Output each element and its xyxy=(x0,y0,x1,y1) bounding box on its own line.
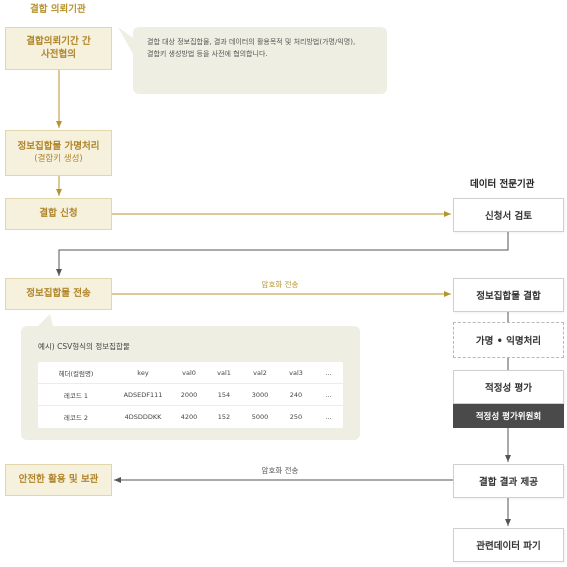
csv-example-table-wrap: 헤더(컬럼명) key val0 val1 val2 val3 ... 레코드 … xyxy=(38,362,343,428)
step-prior-consultation: 결합의뢰기간 간 사전협의 xyxy=(5,27,112,70)
step-destroy-data: 관련데이터 파기 xyxy=(453,528,564,562)
heading-expert-institution: 데이터 전문기관 xyxy=(470,179,535,190)
label-encrypted-send-2: 암호화 전송 xyxy=(261,466,299,475)
step-transmit-title: 정보집합물 전송 xyxy=(26,287,91,299)
label-encrypted-send-1: 암호화 전송 xyxy=(261,280,299,289)
table-cell: ADSEDF111 xyxy=(114,383,172,406)
step-apply-title: 결합 신청 xyxy=(39,207,78,219)
step-adequacy-evaluation: 적정성 평가 xyxy=(453,370,564,404)
table-cell: 레코드 1 xyxy=(38,383,114,406)
table-cell: 154 xyxy=(206,383,242,406)
table-cell: 2000 xyxy=(172,383,206,406)
step-pseudo-anonymize: 가명 • 익명처리 xyxy=(453,322,564,358)
step-safe-use: 안전한 활용 및 보관 xyxy=(5,464,112,496)
table-cell: 레코드 2 xyxy=(63,413,89,422)
table-header-row: 헤더(컬럼명) key val0 val1 val2 val3 ... xyxy=(38,362,343,384)
note-line-1: 결합 대상 정보집합물, 결과 데이터의 활용목적 및 처리방법(가명/익명), xyxy=(147,38,356,46)
table-header-cell: 헤더(컬럼명) xyxy=(38,362,114,384)
step-transmit: 정보집합물 전송 xyxy=(5,278,112,310)
table-header-cell: key xyxy=(114,362,172,384)
csv-example-panel: 예시) CSV형식의 정보집합물 헤더(컬럼명) key val0 val1 v… xyxy=(21,326,360,440)
table-row: 레코드 2 4DSDDDKK 4200 152 5000 250 ... xyxy=(38,406,343,428)
table-cell: 240 xyxy=(278,383,314,406)
table-row: 레코드 1 ADSEDF111 2000 154 3000 240 ... xyxy=(38,383,343,406)
step-pseudonymize-sub: (결합키 생성) xyxy=(34,153,83,164)
step-prior-consultation-line1: 결합의뢰기간 간 xyxy=(26,35,91,47)
step-pseudonymize-title: 정보집합물 가명처리 xyxy=(17,140,100,152)
step-review-application: 신청서 검토 xyxy=(453,198,564,232)
table-cell: 3000 xyxy=(242,383,278,406)
note-line-2: 결합키 생성방법 등을 사전에 협의합니다. xyxy=(147,50,268,59)
heading-requesting-institution: 결합 의뢰기관 xyxy=(30,4,86,15)
table-cell: 5000 xyxy=(251,412,269,421)
table-header-cell: ... xyxy=(314,362,343,384)
step-pseudonymize: 정보집합물 가명처리 (결합키 생성) xyxy=(5,130,112,176)
adequacy-committee: 적정성 평가위원회 xyxy=(453,404,564,428)
table-cell: 152 xyxy=(217,412,231,421)
step-provide-result: 결합 결과 제공 xyxy=(453,464,564,498)
arrow-review-to-transmit xyxy=(56,232,509,276)
step-apply: 결합 신청 xyxy=(5,198,112,230)
csv-example-table: 헤더(컬럼명) key val0 val1 val2 val3 ... 레코드 … xyxy=(38,362,343,427)
step-prior-consultation-line2: 사전협의 xyxy=(41,48,76,60)
csv-example-title: 예시) CSV형식의 정보집합물 xyxy=(38,342,130,351)
table-cell: 4DSDDDKK xyxy=(124,412,162,421)
table-header-cell: val3 xyxy=(278,362,314,384)
table-cell: 4200 xyxy=(180,412,198,421)
table-cell: 250 xyxy=(289,412,303,421)
note-pointer xyxy=(118,27,133,54)
table-cell: ... xyxy=(314,383,343,406)
table-cell: ... xyxy=(325,412,332,421)
table-header-cell: val1 xyxy=(206,362,242,384)
table-header-cell: val2 xyxy=(242,362,278,384)
consultation-note: 결합 대상 정보집합물, 결과 데이터의 활용목적 및 처리방법(가명/익명),… xyxy=(133,27,387,94)
step-combine-datasets: 정보집합물 결합 xyxy=(453,278,564,312)
step-safe-use-title: 안전한 활용 및 보관 xyxy=(18,473,99,485)
table-header-cell: val0 xyxy=(172,362,206,384)
